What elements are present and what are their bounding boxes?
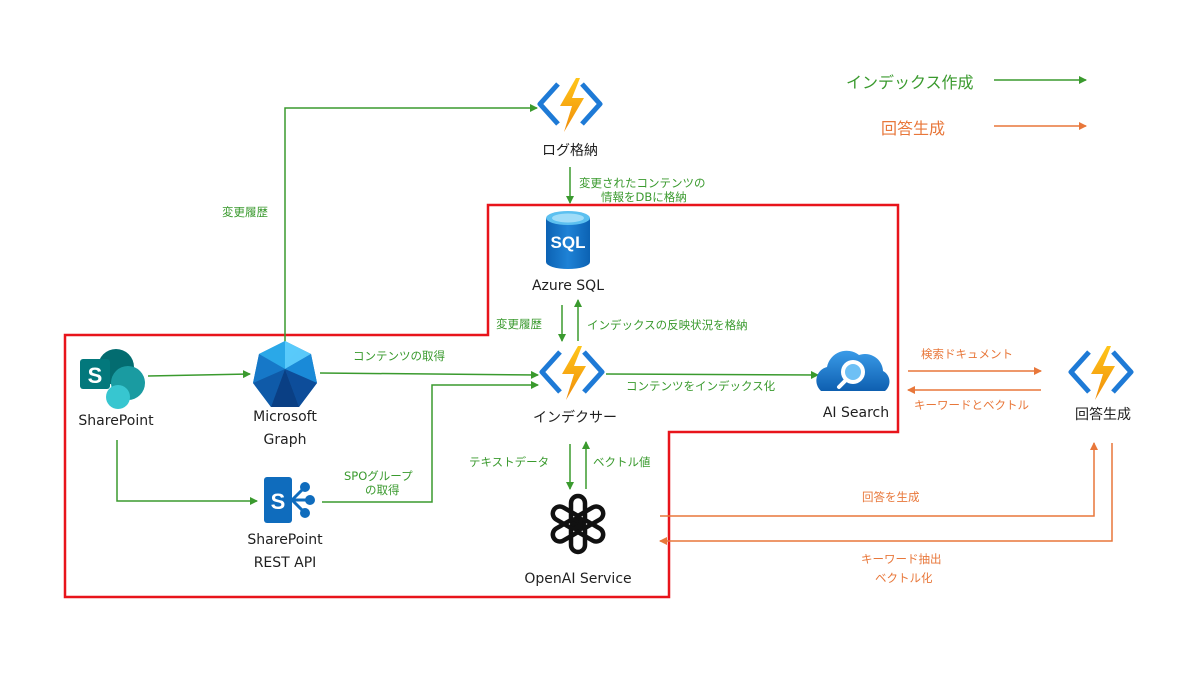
edge-label-get-content: コンテンツの取得 (353, 349, 445, 363)
edge-openai-to-answer (660, 442, 1098, 517)
edge-label-content-to-index: コンテンツをインデックス化 (626, 379, 776, 393)
answer-gen-label: 回答生成 (1075, 407, 1131, 423)
azure-sql-label: Azure SQL (531, 278, 605, 294)
scope-boundary (63, 203, 900, 599)
edge-label-keyword-extract-line2: ベクトル化 (875, 571, 933, 585)
edge-indexer-to-search (605, 370, 819, 379)
edge-sharepoint-to-graph (147, 370, 251, 379)
edge-answer-to-openai (659, 443, 1113, 545)
openai-label: OpenAI Service (524, 571, 632, 587)
edge-label-keyword-vector: キーワードとベクトル (914, 398, 1029, 412)
azure-functions-icon (537, 78, 603, 132)
azure-functions-icon (539, 346, 605, 400)
edge-label-change-history-2: 変更履歴 (496, 317, 542, 331)
sharepoint-label: SharePoint (78, 413, 154, 429)
edge-label-vector-value: ベクトル値 (593, 455, 651, 469)
sp-rest-label-line1: SharePoint (247, 532, 323, 548)
edge-label-text-data: テキストデータ (469, 455, 550, 469)
azure-sql-database-icon: SQL (546, 211, 590, 269)
ai-search-label: AI Search (822, 405, 890, 421)
edge-rest-to-indexer (322, 381, 539, 503)
microsoft-graph-icon (253, 341, 317, 407)
edge-label-search-documents: 検索ドキュメント (921, 347, 1013, 361)
edge-label-changed-content-line1: 変更されたコンテンツの (579, 176, 706, 190)
edge-graph-to-log (284, 104, 538, 343)
edge-label-generate-answer: 回答を生成 (862, 490, 920, 504)
edge-graph-to-indexer (319, 370, 539, 379)
sp-rest-label-line2: REST API (253, 555, 317, 571)
edge-label-spo-group-line2: の取得 (365, 483, 400, 497)
legend-answer-label: 回答生成 (881, 119, 946, 138)
svg-text:S: S (271, 489, 286, 514)
edge-sharepoint-to-rest (116, 440, 258, 505)
ms-graph-label-line2: Graph (263, 432, 307, 448)
ms-graph-label-line1: Microsoft (253, 409, 317, 425)
edge-label-spo-group-line1: SPOグループ (344, 469, 413, 483)
indexer-label: インデクサー (533, 410, 617, 426)
edge-label-keyword-extract-line1: キーワード抽出 (861, 552, 942, 566)
openai-icon (550, 493, 606, 555)
svg-text:S: S (88, 363, 103, 388)
sharepoint-rest-icon: S (264, 477, 315, 523)
edge-label-changed-content-line2: 情報をDBに格納 (601, 190, 687, 204)
ai-search-icon (816, 350, 890, 391)
legend-index-label: インデックス作成 (846, 73, 974, 92)
sharepoint-icon: S (80, 349, 145, 409)
edge-label-change-history: 変更履歴 (222, 205, 268, 219)
azure-functions-icon (1068, 346, 1134, 400)
svg-text:SQL: SQL (551, 233, 586, 252)
edge-label-index-reflect: インデックスの反映状況を格納 (587, 318, 748, 332)
log-store-label: ログ格納 (542, 143, 598, 159)
